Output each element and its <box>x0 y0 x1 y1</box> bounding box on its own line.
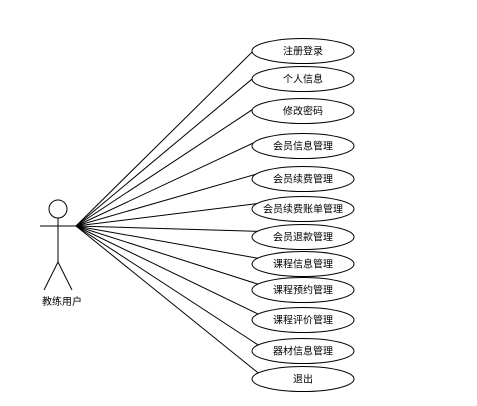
use-case-label: 会员续费管理 <box>273 173 333 186</box>
use-case-ellipse <box>251 98 355 124</box>
use-case-ellipse <box>251 251 355 277</box>
association-line-logout <box>75 225 260 374</box>
use-case-ellipse <box>251 277 355 303</box>
association-line-member-renewal-management <box>75 172 259 227</box>
use-case-logout: 退出 <box>251 366 355 392</box>
use-case-label: 课程预约管理 <box>273 284 333 297</box>
use-case-label: 注册登录 <box>283 45 323 58</box>
association-lines <box>75 45 260 374</box>
stick-figure-actor-icon <box>40 199 76 291</box>
association-line-equipment-info-management <box>75 225 260 346</box>
use-case-label: 会员退款管理 <box>273 231 333 244</box>
use-case-member-refund-management: 会员退款管理 <box>251 224 355 250</box>
use-case-member-info-management: 会员信息管理 <box>251 133 355 159</box>
use-case-label: 修改密码 <box>283 105 323 118</box>
use-case-course-info-management: 课程信息管理 <box>251 251 355 277</box>
use-case-equipment-info-management: 器材信息管理 <box>251 338 355 364</box>
use-case-ellipse <box>251 366 355 392</box>
use-case-label: 课程信息管理 <box>273 258 333 271</box>
use-case-list: 注册登录个人信息修改密码会员信息管理会员续费管理会员续费账单管理会员退款管理课程… <box>251 38 355 392</box>
actor-label: 教练用户 <box>42 295 82 308</box>
use-case-course-review-management: 课程评价管理 <box>251 307 355 333</box>
actor-coach-user: 教练用户 <box>40 199 82 308</box>
association-line-register-login <box>75 45 260 227</box>
association-line-change-password <box>75 104 260 227</box>
use-case-label: 个人信息 <box>283 73 323 86</box>
use-case-label: 课程评价管理 <box>273 314 333 327</box>
use-case-course-booking-management: 课程预约管理 <box>251 277 355 303</box>
use-case-personal-info: 个人信息 <box>251 66 355 92</box>
use-case-ellipse <box>251 38 355 64</box>
use-case-ellipse <box>251 133 355 159</box>
use-case-label: 会员信息管理 <box>273 140 333 153</box>
use-case-label: 会员续费账单管理 <box>263 203 343 216</box>
association-line-member-refund-management <box>75 225 259 232</box>
association-line-course-info-management <box>75 225 259 259</box>
use-case-ellipse <box>251 224 355 250</box>
use-case-member-renewal-management: 会员续费管理 <box>251 166 355 192</box>
association-line-member-renewal-bill-management <box>75 202 259 227</box>
use-case-ellipse <box>251 196 355 222</box>
association-line-course-booking-management <box>75 225 259 285</box>
use-case-register-login: 注册登录 <box>251 38 355 64</box>
use-case-label: 退出 <box>293 373 313 386</box>
use-case-label: 器材信息管理 <box>273 345 333 358</box>
use-case-change-password: 修改密码 <box>251 98 355 124</box>
use-case-ellipse <box>251 338 355 364</box>
use-case-ellipse <box>251 166 355 192</box>
association-line-personal-info <box>75 73 260 227</box>
use-case-ellipse <box>251 66 355 92</box>
association-line-member-info-management <box>75 139 260 227</box>
use-case-member-renewal-bill-management: 会员续费账单管理 <box>251 196 355 222</box>
association-line-course-review-management <box>75 225 260 315</box>
use-case-ellipse <box>251 307 355 333</box>
